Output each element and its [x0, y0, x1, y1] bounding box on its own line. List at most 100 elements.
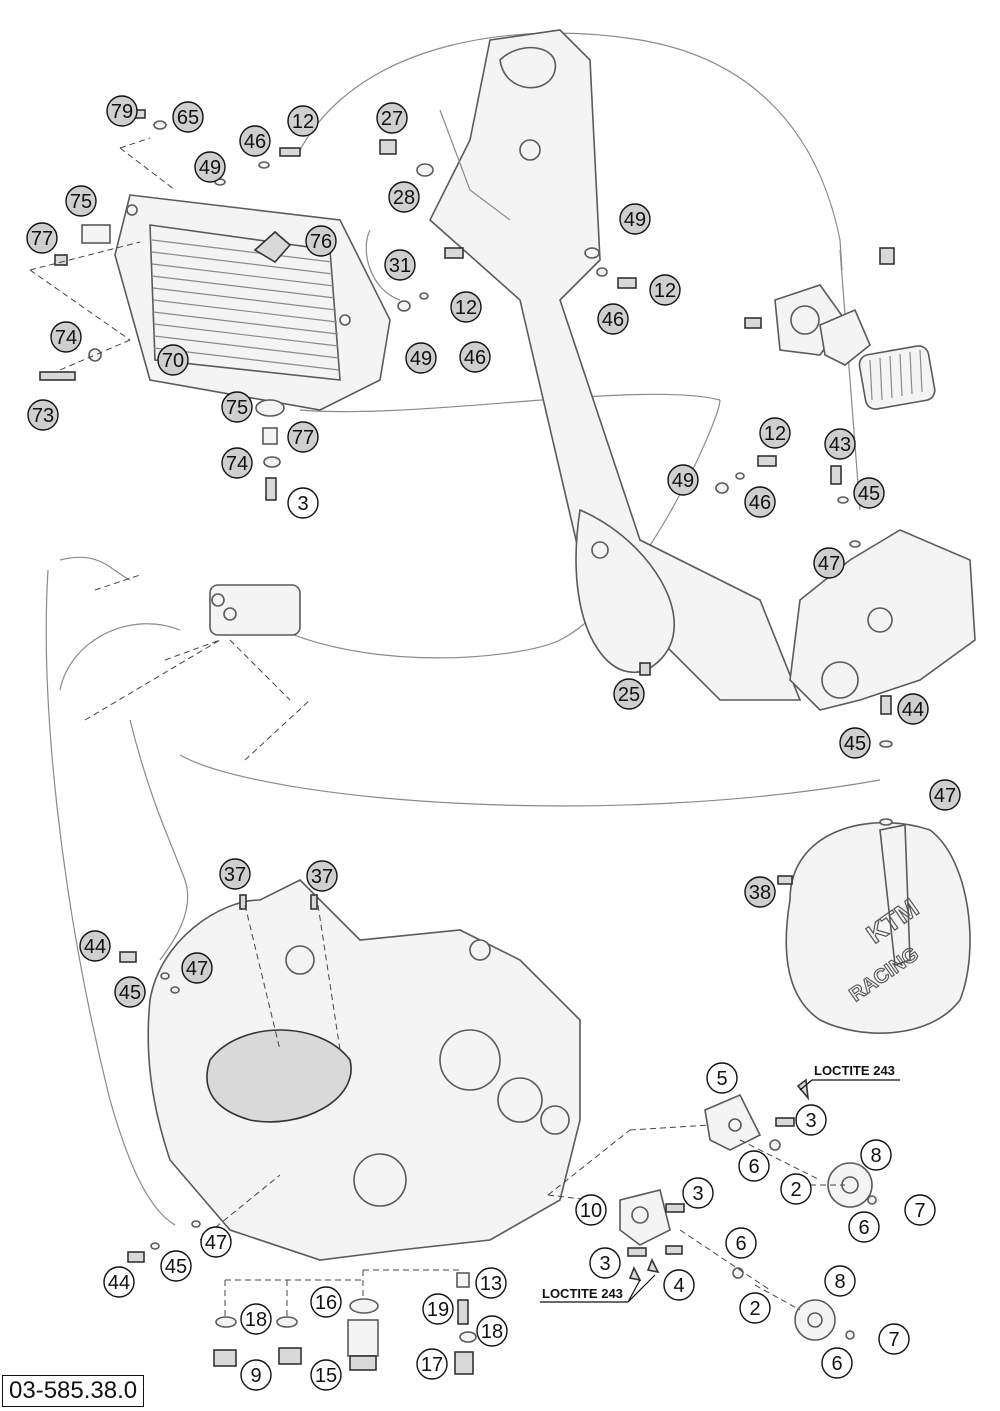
callout-45: 45 [839, 727, 871, 759]
svg-text:73: 73 [32, 405, 54, 427]
callout-47: 47 [929, 779, 961, 811]
callout-76: 76 [305, 225, 337, 257]
svg-text:79: 79 [111, 101, 133, 123]
callout-44: 44 [897, 693, 929, 725]
svg-text:15: 15 [315, 1365, 337, 1387]
leader-lines [29, 137, 845, 1320]
svg-text:46: 46 [464, 347, 486, 369]
svg-text:47: 47 [186, 958, 208, 980]
callout-74: 74 [50, 321, 82, 353]
callout-12: 12 [649, 274, 681, 306]
svg-text:25: 25 [618, 684, 640, 706]
callout-79: 79 [106, 95, 138, 127]
oil-filter-parts [774, 284, 936, 410]
svg-text:18: 18 [245, 1308, 267, 1330]
svg-text:74: 74 [55, 327, 77, 349]
svg-text:27: 27 [381, 108, 403, 130]
oil-cooler [114, 194, 391, 411]
svg-text:38: 38 [749, 882, 771, 904]
callout-5: 5 [706, 1062, 738, 1094]
oil-pump-parts [619, 1093, 877, 1341]
callout-10: 10 [575, 1194, 607, 1226]
callout-47: 47 [200, 1226, 232, 1258]
callout-44: 44 [103, 1266, 135, 1298]
svg-text:6: 6 [735, 1233, 746, 1255]
loctite-label-upper: LOCTITE 243 [814, 1063, 895, 1078]
callout-7: 7 [878, 1323, 910, 1355]
svg-text:47: 47 [818, 553, 840, 575]
svg-text:49: 49 [672, 470, 694, 492]
callout-27: 27 [376, 102, 408, 134]
callout-9: 9 [240, 1359, 272, 1391]
svg-text:44: 44 [108, 1272, 130, 1294]
callout-46: 46 [744, 486, 776, 518]
svg-text:19: 19 [427, 1299, 449, 1321]
svg-text:45: 45 [119, 982, 141, 1004]
svg-text:47: 47 [934, 785, 956, 807]
svg-text:75: 75 [70, 191, 92, 213]
svg-text:47: 47 [205, 1232, 227, 1254]
svg-text:16: 16 [315, 1292, 337, 1314]
loctite-label-lower: LOCTITE 243 [542, 1286, 623, 1301]
callout-70: 70 [157, 344, 189, 376]
svg-text:75: 75 [226, 397, 248, 419]
callout-47: 47 [181, 952, 213, 984]
svg-text:10: 10 [580, 1200, 602, 1222]
callout-37: 37 [306, 860, 338, 892]
svg-text:5: 5 [716, 1068, 727, 1090]
svg-text:46: 46 [602, 309, 624, 331]
callout-3: 3 [287, 487, 319, 519]
svg-text:74: 74 [226, 453, 248, 475]
callout-13: 13 [475, 1267, 507, 1299]
svg-text:17: 17 [421, 1354, 443, 1376]
callout-46: 46 [459, 341, 491, 373]
svg-text:77: 77 [292, 427, 314, 449]
callout-18: 18 [476, 1315, 508, 1347]
callout-6: 6 [738, 1150, 770, 1182]
callout-7: 7 [904, 1194, 936, 1226]
callout-46: 46 [597, 303, 629, 335]
svg-text:37: 37 [224, 864, 246, 886]
svg-text:8: 8 [870, 1145, 881, 1167]
callout-12: 12 [287, 105, 319, 137]
callout-31: 31 [384, 249, 416, 281]
svg-text:46: 46 [749, 492, 771, 514]
svg-text:12: 12 [292, 111, 314, 133]
callout-19: 19 [422, 1293, 454, 1325]
svg-text:3: 3 [599, 1253, 610, 1275]
svg-text:2: 2 [790, 1179, 801, 1201]
callout-44: 44 [79, 930, 111, 962]
svg-text:8: 8 [834, 1271, 845, 1293]
svg-text:45: 45 [844, 733, 866, 755]
svg-text:31: 31 [389, 255, 411, 277]
callout-73: 73 [27, 399, 59, 431]
callout-3: 3 [589, 1247, 621, 1279]
callout-43: 43 [824, 428, 856, 460]
callout-49: 49 [667, 464, 699, 496]
callout-3: 3 [795, 1104, 827, 1136]
svg-text:46: 46 [244, 131, 266, 153]
svg-text:6: 6 [831, 1353, 842, 1375]
svg-text:37: 37 [311, 866, 333, 888]
svg-text:45: 45 [858, 483, 880, 505]
callout-37: 37 [219, 858, 251, 890]
svg-text:65: 65 [177, 107, 199, 129]
callout-18: 18 [245, 1308, 267, 1330]
callout-4: 4 [663, 1269, 695, 1301]
callout-28: 28 [388, 181, 420, 213]
svg-text:12: 12 [455, 297, 477, 319]
callout-8: 8 [860, 1139, 892, 1171]
callout-6: 6 [848, 1211, 880, 1243]
svg-text:49: 49 [199, 157, 221, 179]
svg-text:9: 9 [250, 1365, 261, 1387]
svg-text:13: 13 [480, 1273, 502, 1295]
callout-6: 6 [821, 1347, 853, 1379]
callout-74: 74 [221, 447, 253, 479]
callout-2: 2 [780, 1173, 812, 1205]
callout-47: 47 [813, 547, 845, 579]
callout-38: 38 [744, 876, 776, 908]
svg-text:12: 12 [654, 280, 676, 302]
callout-6: 6 [725, 1227, 757, 1259]
callout-17: 17 [416, 1348, 448, 1380]
svg-text:12: 12 [764, 423, 786, 445]
